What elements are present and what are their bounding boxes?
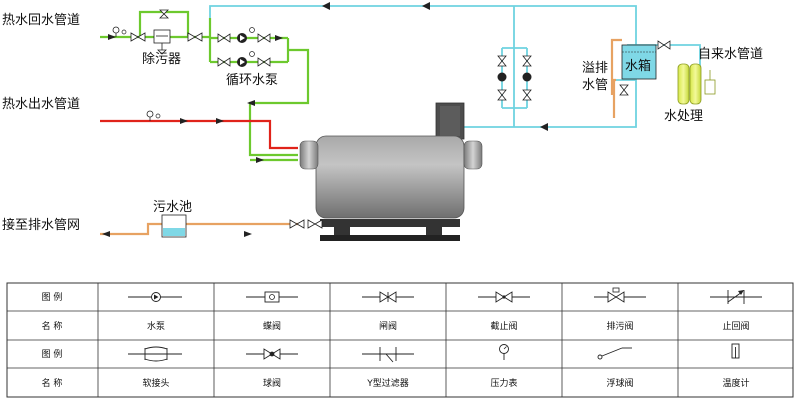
water-tank bbox=[619, 40, 671, 96]
pressure-gauge-icon bbox=[112, 26, 161, 121]
legend-name-bottom-2: Y型过滤器 bbox=[366, 377, 409, 389]
legend-name-bottom-1: 球阀 bbox=[263, 377, 281, 389]
pressure-gauge-symbol-icon bbox=[499, 344, 509, 360]
sewage-pool bbox=[161, 214, 187, 238]
legend-name-top-1: 蝶阀 bbox=[263, 320, 281, 332]
boiler bbox=[299, 102, 483, 241]
legend-row2-head: 名 称 bbox=[42, 320, 63, 332]
pump-manifold bbox=[208, 18, 310, 157]
label-overflow-2: 水管 bbox=[582, 78, 608, 93]
label-hot-water-return: 热水回水管道 bbox=[2, 13, 80, 28]
flexible-joint-symbol-icon bbox=[128, 346, 182, 362]
legend-row3-head: 图 例 bbox=[42, 348, 63, 360]
return-valves bbox=[130, 32, 203, 42]
legend-name-top-5: 止回阀 bbox=[722, 320, 749, 332]
overflow-pipe bbox=[610, 38, 622, 118]
tap-water-pipe bbox=[636, 44, 701, 70]
legend-name-bottom-0: 软接头 bbox=[142, 377, 169, 389]
legend-name-bottom-3: 压力表 bbox=[490, 377, 517, 389]
label-drain-connect: 接至排水管网 bbox=[2, 217, 80, 233]
butterfly-valve-symbol-icon bbox=[246, 291, 298, 303]
thermometer-symbol-icon bbox=[731, 343, 740, 359]
ball-valve-symbol-icon bbox=[246, 348, 298, 360]
circulation-pumps bbox=[217, 27, 271, 67]
boiler-body bbox=[315, 135, 465, 219]
hot-water-out-pipe bbox=[100, 119, 298, 150]
legend-name-top-2: 闸阀 bbox=[379, 321, 397, 332]
pipes bbox=[100, 2, 701, 237]
legend-name-top-4: 排污阀 bbox=[606, 320, 633, 332]
makeup-top-pipe bbox=[209, 5, 637, 46]
legend-name-bottom-4: 浮球阀 bbox=[606, 377, 633, 389]
y-strainer-symbol-icon bbox=[362, 347, 414, 363]
label-circulation-pump: 循环水泵 bbox=[226, 73, 278, 88]
label-decontaminator: 除污器 bbox=[142, 52, 181, 67]
diagram-labels: 热水回水管道 热水出水管道 接至排水管网 除污器 循环水泵 污水池 溢排 水管 … bbox=[2, 13, 763, 233]
legend-name-bottom-5: 温度计 bbox=[722, 377, 749, 389]
drain-valves bbox=[289, 219, 323, 229]
pump-symbol-icon bbox=[128, 292, 182, 302]
blowdown-valve-symbol-icon bbox=[594, 287, 646, 303]
legend-row4-head: 名 称 bbox=[42, 377, 63, 389]
flow-arrows bbox=[102, 2, 548, 237]
label-water-tank: 水箱 bbox=[625, 58, 651, 74]
legend-name-top-0: 水泵 bbox=[147, 320, 165, 332]
label-overflow-1: 溢排 bbox=[582, 61, 608, 76]
check-valve-symbol-icon bbox=[710, 290, 762, 304]
legend-row1-head: 图 例 bbox=[42, 291, 63, 303]
legend-name-top-3: 截止阀 bbox=[490, 320, 517, 332]
label-sewage-pool: 污水池 bbox=[153, 200, 192, 215]
legend-table: 图 例 名 称 图 例 名 称 bbox=[6, 282, 794, 398]
makeup-pumps bbox=[497, 55, 532, 101]
water-treatment-unit bbox=[677, 63, 716, 105]
label-tap-water: 自来水管道 bbox=[698, 47, 763, 62]
label-water-treatment: 水处理 bbox=[664, 109, 703, 124]
gate-valve-symbol-icon bbox=[362, 291, 414, 303]
stop-valve-symbol-icon bbox=[478, 291, 530, 303]
decontaminator bbox=[153, 9, 171, 55]
makeup-to-boiler bbox=[463, 79, 637, 128]
float-valve-symbol-icon bbox=[597, 347, 632, 360]
label-hot-water-out: 热水出水管道 bbox=[2, 97, 80, 112]
